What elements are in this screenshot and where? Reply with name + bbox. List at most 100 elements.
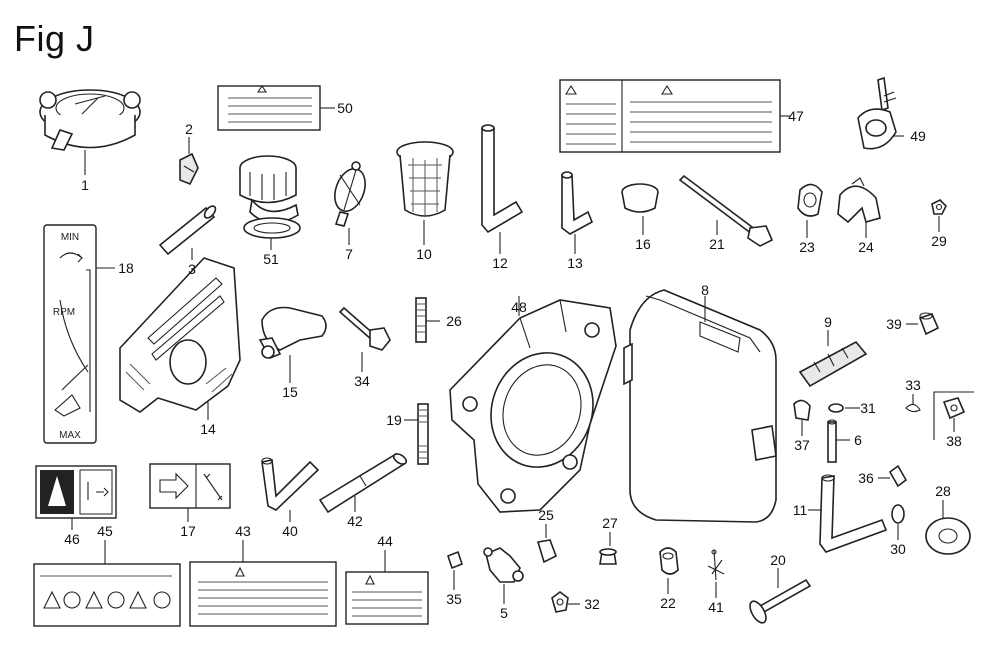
part-9-illustration (798, 340, 868, 388)
part-51-fuel-cap-illustration (239, 155, 301, 239)
callout-labels: 1 2 3 5 6 7 8 9 10 11 12 13 14 15 16 17 … (64, 100, 962, 621)
part-21-bolt-illustration (678, 174, 774, 247)
part-16-illustration (621, 183, 659, 213)
callout-29: 29 (931, 233, 947, 249)
part-36-illustration (888, 464, 908, 488)
part-39-illustration (918, 312, 940, 336)
callout-2: 2 (185, 121, 193, 137)
callout-40: 40 (282, 523, 298, 539)
callout-28: 28 (935, 483, 951, 499)
part-5-illustration (483, 547, 524, 583)
part-7-illustration (334, 161, 366, 227)
callout-37: 37 (794, 437, 810, 453)
part-3-illustration (158, 205, 217, 256)
callout-20: 20 (770, 552, 786, 568)
callout-36: 36 (858, 470, 874, 486)
throttle-label-max: MAX (59, 430, 81, 441)
callout-10: 10 (416, 246, 432, 262)
part-30-illustration (891, 504, 905, 524)
part-13-illustration (561, 171, 594, 235)
callout-24: 24 (858, 239, 874, 255)
figure-title: Fig J (14, 18, 95, 59)
callout-38: 38 (946, 433, 962, 449)
callout-33: 33 (905, 377, 921, 393)
callout-31: 31 (860, 400, 876, 416)
part-49-illustration (857, 76, 897, 150)
part-29-illustration (931, 199, 947, 215)
part-35-illustration (447, 550, 463, 570)
callout-21: 21 (709, 236, 725, 252)
callout-42: 42 (347, 513, 363, 529)
callout-26: 26 (446, 313, 462, 329)
part-34-bolt-illustration (338, 306, 391, 351)
callout-11: 11 (793, 502, 808, 518)
part-17-label-illustration (149, 463, 231, 509)
callout-46: 46 (64, 531, 80, 547)
part-32-illustration (551, 591, 569, 613)
callout-1: 1 (81, 177, 89, 193)
part-42-hose-illustration (318, 452, 408, 514)
throttle-label-min: MIN (61, 232, 79, 243)
part-37-illustration (793, 399, 811, 421)
part-22-illustration (659, 547, 679, 575)
part-47-label-illustration (559, 79, 781, 153)
part-38-illustration (933, 391, 974, 440)
callout-41: 41 (708, 599, 724, 615)
part-40-illustration (261, 457, 320, 511)
part-27-illustration (599, 548, 617, 565)
callout-9: 9 (824, 314, 832, 330)
callout-34: 34 (354, 373, 370, 389)
part-19-stud-illustration (417, 403, 429, 465)
callout-51: 51 (263, 251, 279, 267)
callout-39: 39 (886, 316, 902, 332)
part-45-label-illustration (33, 563, 181, 627)
part-50-label-illustration (217, 85, 321, 131)
callout-18: 18 (118, 260, 134, 276)
part-1-illustration (39, 89, 141, 151)
callout-43: 43 (235, 523, 251, 539)
part-15-illustration (258, 306, 327, 360)
part-12-illustration (481, 124, 524, 234)
part-31-illustration (828, 403, 844, 413)
callout-22: 22 (660, 595, 676, 611)
callout-7: 7 (345, 246, 353, 262)
callout-27: 27 (602, 515, 618, 531)
part-43-label-illustration (189, 561, 337, 627)
part-46-label-illustration (35, 465, 117, 519)
callout-15: 15 (282, 384, 298, 400)
part-18-throttle-label-illustration (43, 224, 97, 444)
part-44-label-illustration (345, 571, 429, 625)
part-28-illustration (925, 517, 971, 555)
callout-19: 19 (386, 412, 402, 428)
callout-47: 47 (788, 108, 804, 124)
part-8-case-illustration (623, 289, 777, 523)
callout-8: 8 (701, 282, 709, 298)
callout-23: 23 (799, 239, 815, 255)
part-10-strainer-illustration (396, 141, 454, 217)
part-6-illustration (827, 419, 837, 463)
part-23-illustration (797, 183, 823, 217)
throttle-label-rpm: RPM (53, 307, 75, 318)
callout-44: 44 (377, 533, 393, 549)
callout-35: 35 (446, 591, 462, 607)
callout-14: 14 (200, 421, 216, 437)
callout-13: 13 (567, 255, 583, 271)
part-24-illustration (837, 177, 881, 224)
part-41-illustration (707, 549, 725, 581)
part-33-illustration (905, 403, 921, 413)
part-14-plate-illustration (119, 257, 241, 413)
part-48-adaptor-illustration (449, 299, 617, 513)
callout-48: 48 (511, 299, 527, 315)
callout-32: 32 (584, 596, 600, 612)
callout-50: 50 (337, 100, 353, 116)
part-2-illustration (179, 152, 199, 186)
part-25-illustration (536, 539, 558, 564)
callout-45: 45 (97, 523, 113, 539)
callout-30: 30 (890, 541, 906, 557)
callout-17: 17 (180, 523, 196, 539)
part-11-hose-illustration (819, 474, 888, 553)
callout-5: 5 (500, 605, 508, 621)
part-26-stud-illustration (415, 297, 427, 343)
callout-16: 16 (635, 236, 651, 252)
